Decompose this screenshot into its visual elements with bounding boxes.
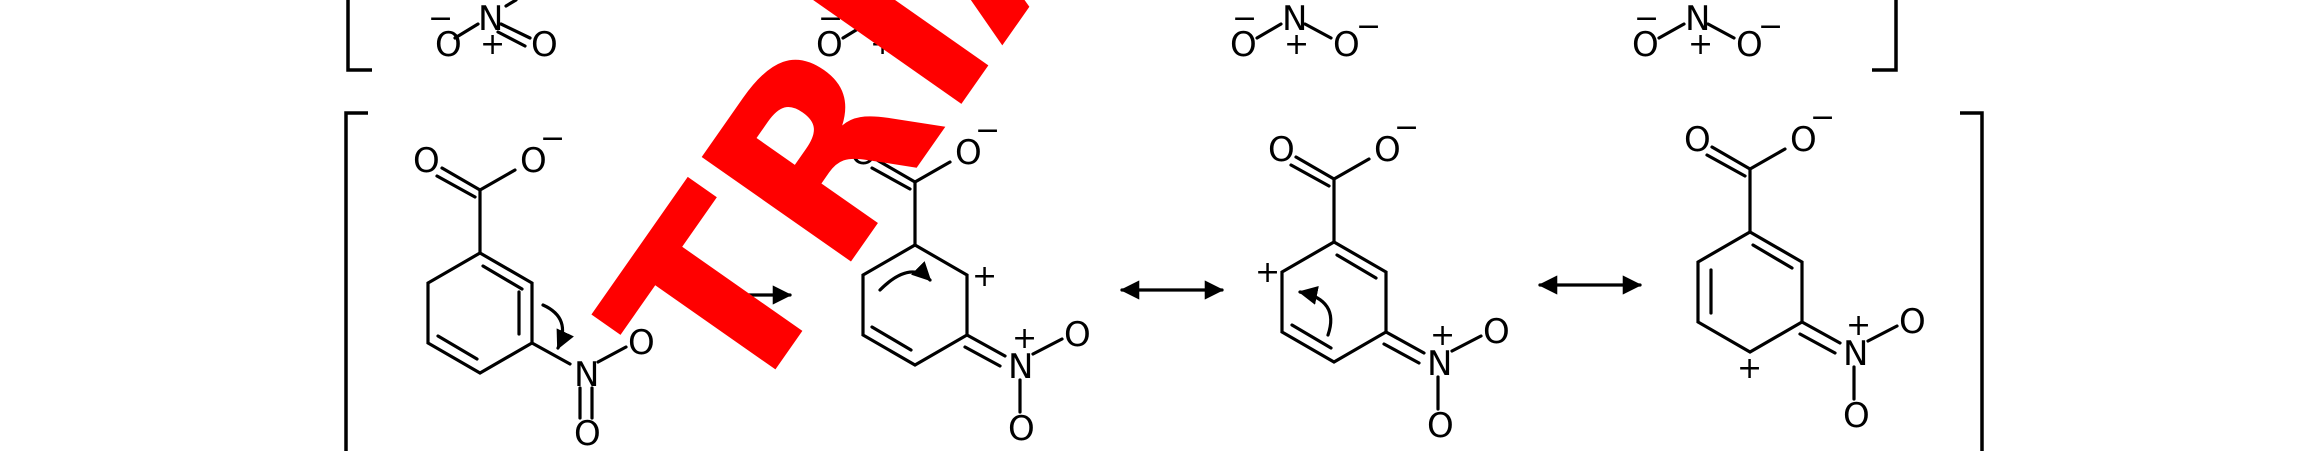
trial-watermark: TRIAL: [550, 0, 1252, 451]
atom-o: O: [413, 141, 440, 181]
top-nitro-group-3: O N O − + −: [1230, 0, 1381, 65]
top-nitro-group-4: O N O − + −: [1632, 0, 1783, 65]
structure-3: + O O − N + O O: [1255, 110, 1510, 446]
atom-o: O: [1632, 25, 1659, 65]
atom-o: O: [850, 133, 877, 173]
atom-o: O: [520, 141, 547, 181]
charge-minus: −: [1634, 1, 1659, 36]
atom-o: O: [1230, 25, 1257, 65]
bottom-row-brackets: [344, 111, 1984, 451]
charge-minus: −: [1232, 1, 1257, 36]
atom-n: N: [478, 0, 503, 39]
atom-o: O: [1374, 130, 1401, 170]
charge-minus: −: [1356, 9, 1381, 44]
atom-n: N: [1427, 344, 1452, 384]
atom-o: O: [816, 25, 843, 65]
charge-plus: +: [1430, 318, 1455, 353]
charge-minus: −: [1810, 100, 1835, 135]
atom-n: N: [866, 0, 891, 39]
top-nitro-group-1: O N O − +: [428, 0, 558, 65]
atom-o: O: [1843, 396, 1870, 436]
charge-minus: −: [428, 1, 453, 36]
atom-n: N: [1282, 0, 1307, 39]
charge-plus: +: [1255, 255, 1280, 290]
charge-plus: +: [1284, 27, 1309, 62]
structure-1: O O − N O O: [413, 121, 655, 451]
structure-4: + O O − N + O O: [1684, 100, 1926, 436]
charge-plus: +: [1737, 351, 1762, 386]
atom-o: O: [955, 133, 982, 173]
charge-plus: +: [972, 259, 997, 294]
atom-o: O: [1064, 315, 1091, 355]
atom-o: O: [1790, 120, 1817, 160]
atom-o: O: [1333, 25, 1360, 65]
atom-o: O: [1899, 302, 1926, 342]
atom-o: O: [574, 414, 601, 451]
charge-minus: −: [1394, 110, 1419, 145]
charge-plus: +: [480, 27, 505, 62]
atom-o: O: [1008, 409, 1035, 449]
charge-plus: +: [1846, 308, 1871, 343]
structure-2: + O O − N + O O: [850, 113, 1091, 449]
atom-o: O: [1268, 130, 1295, 170]
charge-plus: +: [1688, 27, 1713, 62]
atom-n: N: [1685, 0, 1710, 39]
top-nitro-group-2: O N O − +: [816, 0, 944, 65]
charge-minus: −: [818, 1, 843, 36]
atom-o: O: [1736, 25, 1763, 65]
atom-o: O: [1427, 406, 1454, 446]
atom-n: N: [574, 355, 599, 395]
atom-o: O: [917, 25, 944, 65]
top-row-brackets: [346, 0, 1898, 72]
atom-o: O: [531, 25, 558, 65]
charge-plus: +: [1012, 321, 1037, 356]
atom-o: O: [1483, 312, 1510, 352]
charge-minus: −: [1758, 9, 1783, 44]
atom-n: N: [1843, 334, 1868, 374]
charge-plus: +: [870, 27, 895, 62]
charge-minus: −: [975, 113, 1000, 148]
atom-o: O: [628, 323, 655, 363]
atom-o: O: [1684, 120, 1711, 160]
atom-n: N: [1008, 347, 1033, 387]
atom-o: O: [435, 25, 462, 65]
charge-minus: −: [540, 121, 565, 156]
